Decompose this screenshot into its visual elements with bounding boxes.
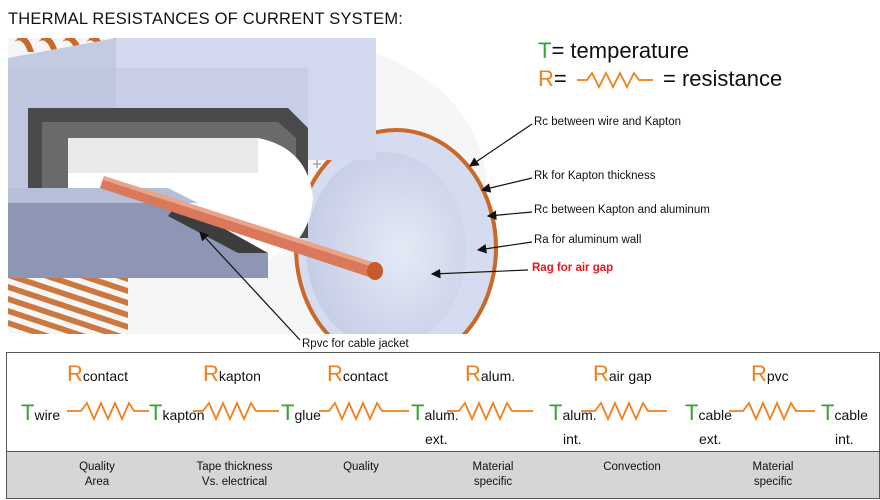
resistor-zigzag-icon bbox=[729, 400, 815, 422]
resistor-label: Rcontact bbox=[67, 361, 129, 386]
resistor-label: Rair gap bbox=[593, 361, 652, 386]
category-label: Convection bbox=[603, 461, 661, 473]
temperature-sublabel: int. bbox=[563, 431, 582, 447]
temperature-label: Tcable bbox=[821, 400, 868, 425]
annotation-rag-air: Rag for air gap bbox=[532, 262, 614, 274]
resistor-zigzag-icon bbox=[319, 400, 409, 422]
resistor-zigzag-icon bbox=[576, 71, 653, 90]
legend-t-letter: T bbox=[538, 38, 552, 63]
coil-turn bbox=[38, 38, 58, 52]
temperature-sublabel: ext. bbox=[699, 431, 722, 447]
annotation-rpvc-jacket: Rpvc for cable jacket bbox=[302, 338, 409, 350]
category-label: Quality bbox=[343, 461, 379, 473]
resistor-label: Rkapton bbox=[203, 361, 261, 386]
coil-turn bbox=[8, 296, 122, 334]
legend-r-eq: = bbox=[553, 66, 567, 91]
legend-r-letter: R bbox=[538, 66, 554, 91]
resistor-zigzag-icon bbox=[193, 400, 279, 422]
annotation-ra-alum: Ra for aluminum wall bbox=[534, 234, 642, 246]
resistance-chain-panel: Rcontact Rkapton Rcontact Ralum. Rair ga… bbox=[6, 352, 880, 451]
resistor-zigzag-icon bbox=[67, 400, 149, 422]
resistor-label: Rpvc bbox=[751, 361, 789, 386]
coil-turn bbox=[8, 284, 128, 330]
page-title: THERMAL RESISTANCES OF CURRENT SYSTEM: bbox=[8, 10, 404, 28]
temperature-sublabel: int. bbox=[835, 431, 854, 447]
annotation-rk-kapton: Rk for Kapton thickness bbox=[534, 170, 656, 182]
resistor-label: Ralum. bbox=[465, 361, 516, 386]
legend-r-text: = resistance bbox=[663, 66, 783, 91]
cable-cross-section-illustration bbox=[8, 38, 520, 334]
coil-turn bbox=[8, 308, 86, 334]
annotation-rc-kapton-alum: Rc between Kapton and aluminum bbox=[534, 204, 710, 216]
legend-resistance: R= = resistance bbox=[538, 66, 782, 92]
legend-temperature: T= temperature bbox=[538, 38, 689, 64]
temperature-label: Tcable bbox=[685, 400, 732, 425]
annotation-rc-wire-kapton: Rc between wire and Kapton bbox=[534, 116, 682, 128]
legend-t-text: = temperature bbox=[551, 38, 690, 63]
temperature-sublabel: ext. bbox=[425, 431, 448, 447]
resistor-zigzag-icon bbox=[581, 400, 667, 422]
coil-turn bbox=[8, 320, 50, 334]
coil-turn bbox=[8, 272, 128, 318]
coil-turn bbox=[14, 38, 34, 52]
temperature-label: Tglue bbox=[281, 400, 321, 425]
resistor-label: Rcontact bbox=[327, 361, 389, 386]
resistor-chain-zigzags bbox=[67, 400, 815, 422]
temperature-label: Twire bbox=[21, 400, 61, 425]
resistor-zigzag-icon bbox=[447, 400, 533, 422]
